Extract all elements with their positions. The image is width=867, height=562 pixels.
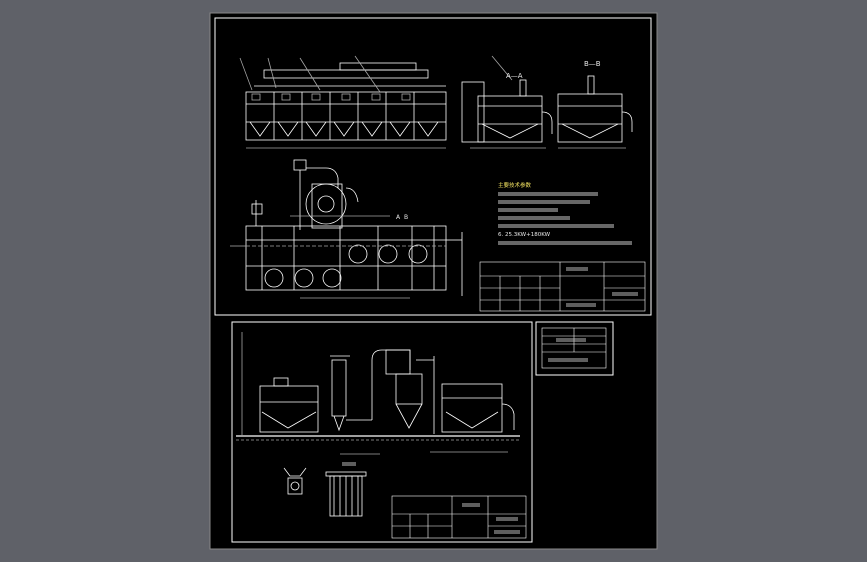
section-view-b <box>557 75 633 149</box>
top-drawing-frame <box>214 17 652 316</box>
filter-cartridge-detail <box>325 471 367 517</box>
detail-label-mark <box>342 462 356 466</box>
drawing-sheet <box>209 12 658 550</box>
nozzle-detail <box>283 467 307 495</box>
side-elevation-view <box>239 55 447 149</box>
section-a-label: A—A <box>506 72 523 80</box>
section-marker-b-top: B <box>404 214 408 221</box>
notes-title: 主要技术参数 <box>498 181 532 189</box>
note-item-6: 6. 25.3KW+180KW <box>498 232 551 238</box>
plan-view <box>230 159 463 299</box>
section-view-a <box>461 55 553 149</box>
section-marker-a-top: A <box>396 214 401 221</box>
technical-notes: 主要技术参数 6. 25.3KW+180KW <box>498 181 632 245</box>
bottom-title-block <box>391 495 527 539</box>
small-detail-block <box>541 327 607 369</box>
bottom-drawing-frame <box>231 321 533 543</box>
installation-elevation <box>236 332 520 455</box>
section-b-label: B—B <box>584 60 601 68</box>
top-title-block <box>479 261 646 312</box>
small-detail-frame <box>535 321 614 376</box>
